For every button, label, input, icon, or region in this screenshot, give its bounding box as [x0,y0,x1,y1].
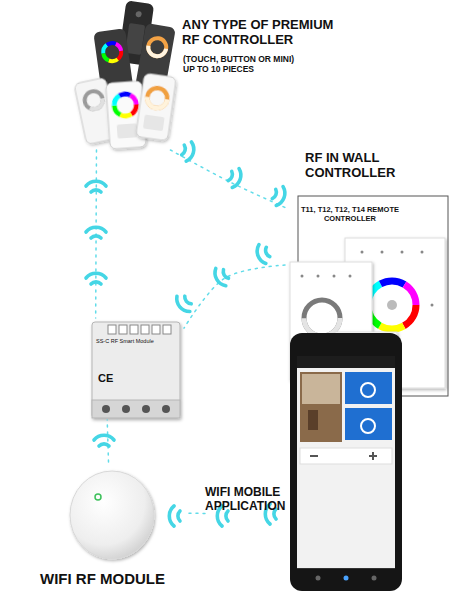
receiver-illustration [92,322,180,418]
wave-symbol [227,167,244,189]
wave-symbol [86,181,106,192]
wave-symbol [212,265,231,288]
wifi-module: WIFI RF MODULE [38,462,188,590]
white-cct-remote [136,73,177,141]
heading-text: ANY TYPE OF PREMIUM RF CONTROLLER [182,17,344,48]
radio-waves [86,140,287,526]
wave-symbol [180,140,196,162]
signal-link [170,150,285,208]
wave-symbol [173,292,194,314]
heading-text: WIFI MOBILE APPLICATION [205,485,295,513]
wave-symbol [86,273,106,284]
signal-link [188,512,205,514]
wave-symbol [94,435,114,446]
device-text: SS-C RF Smart Module [96,338,156,344]
signal-link [107,420,108,462]
module-illustration [70,471,154,559]
wave-symbol [271,185,288,207]
wave-symbol [86,227,106,238]
wave-symbol [169,506,180,526]
signal-link [95,150,97,318]
wave-symbol [255,243,272,265]
receiver-device: SS-C RF Smart Module [88,318,184,420]
controller-group: ANY TYPE OF PREMIUM RF CONTROLLER (TOUCH,… [78,2,342,150]
heading-text: WIFI RF MODULE [40,570,190,588]
phone-illustration [290,333,402,591]
certification-mark: CE [98,372,113,385]
remote-controllers [74,0,176,149]
mobile-app: WIFI MOBILE APPLICATION [205,330,405,592]
note-text: (TOUCH, BUTTON OR MINI) UP TO 10 PIECES [183,54,301,74]
signal-link [184,265,285,328]
label-plate [300,198,400,236]
heading-text: RF IN WALL CONTROLLER [305,150,407,181]
model-text: T11, T12, T12, T14 REMOTE CONTROLLER [300,206,400,224]
wall-panels [290,196,448,396]
wall-controller: RF IN WALL CONTROLLER T11, T12, T12, T14 … [285,145,450,395]
